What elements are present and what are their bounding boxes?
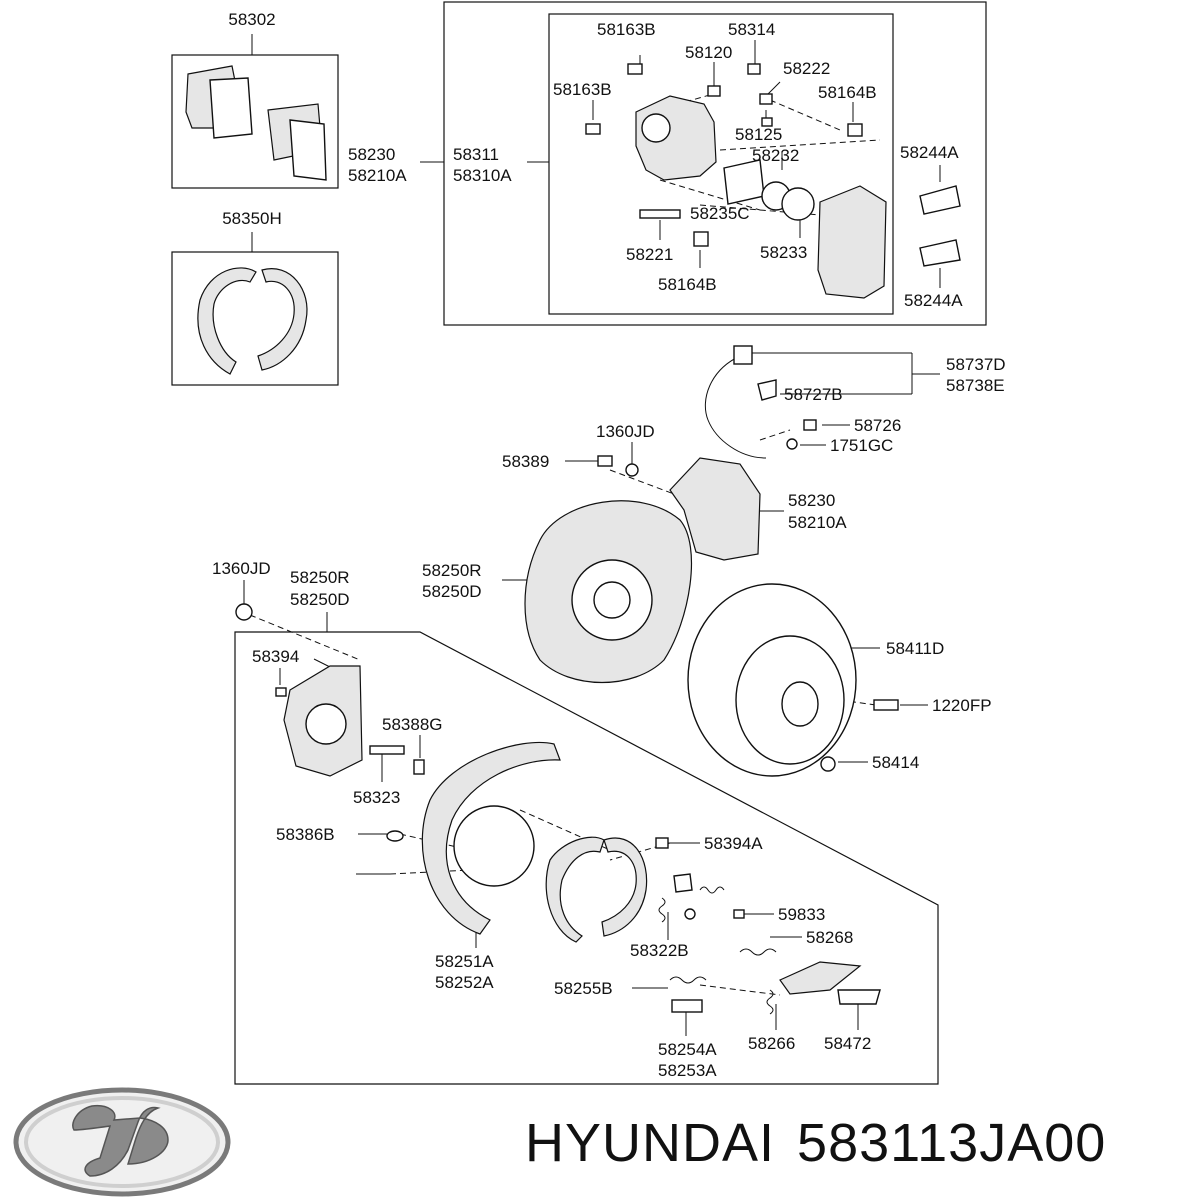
pads-frame: [171, 54, 339, 189]
label-plate-left-a: 58250R: [290, 568, 350, 587]
leader-lines: [243, 34, 941, 1036]
label-caliper-b: 58310A: [453, 166, 512, 185]
label-nut-left: 1360JD: [212, 559, 271, 578]
label-hose-bolt: 58726: [854, 416, 901, 435]
label-boot-lower: 58164B: [658, 275, 717, 294]
label-disc: 58411D: [886, 639, 944, 658]
label-caliper-bolt: 58389: [502, 452, 549, 471]
label-backing-plate-b: 58250D: [422, 582, 482, 601]
label-piston: 58235C: [690, 204, 750, 223]
brand-name: HYUNDAI: [525, 1113, 776, 1173]
caliper-parts: [585, 63, 961, 299]
label-lever: 58472: [824, 1034, 871, 1053]
label-backing-plate-a: 58250R: [422, 561, 482, 580]
label-caliper-assy-b: 58210A: [788, 513, 847, 532]
label-shoe-set: 58350H: [222, 209, 282, 228]
label-cap: 58314: [728, 20, 775, 39]
label-caliper-kit-a: 58230: [348, 145, 395, 164]
label-spring-e: 58266: [748, 1034, 795, 1053]
label-pads: 58302: [228, 10, 275, 29]
label-spring-b: 58322B: [630, 941, 689, 960]
label-plate-left-b: 58250D: [290, 590, 350, 609]
label-hose-clip: 58727B: [784, 385, 843, 404]
label-gasket: 1751GC: [830, 436, 893, 455]
hose-caliper: [597, 345, 817, 561]
label-spring-d: 58255B: [554, 979, 613, 998]
label-shoe-b: 58252A: [435, 973, 494, 992]
label-shoe-a: 58251A: [435, 952, 494, 971]
label-pin-c: 58323: [353, 788, 400, 807]
label-hose-b: 58738E: [946, 376, 1005, 395]
label-disc-screw: 58414: [872, 753, 919, 772]
label-washer: 58125: [735, 125, 782, 144]
part-number: 583113JA00: [797, 1113, 1107, 1173]
label-hose-a: 58737D: [946, 355, 1006, 374]
label-caliper-a: 58311: [453, 145, 499, 164]
label-piston-boot: 58233: [760, 243, 807, 262]
parking-brake-assy: [421, 741, 881, 1015]
label-caliper-assy-a: 58230: [788, 491, 835, 510]
label-nut-upper: 1360JD: [596, 422, 655, 441]
label-clip-upper: 58244A: [900, 143, 959, 162]
label-adjuster-a: 58254A: [658, 1040, 717, 1059]
label-spring-a: 58394A: [704, 834, 763, 853]
label-pin-b: 58388G: [382, 715, 443, 734]
label-cup: 58386B: [276, 825, 335, 844]
label-clip-lower: 58244A: [904, 291, 963, 310]
label-bolt-b: 58163B: [553, 80, 612, 99]
caliper-outer-frame: [443, 1, 987, 326]
label-seal: 58232: [752, 146, 799, 165]
label-bolt-a: 58163B: [597, 20, 656, 39]
label-clip-c: 59833: [778, 905, 825, 924]
label-spring-c: 58268: [806, 928, 853, 947]
shoe-set-frame: [171, 251, 339, 386]
callout-labels: 58302 58230 58210A 58350H 58311 58310A 5…: [212, 10, 1006, 1080]
parking-brake-frame: [234, 631, 939, 1085]
label-bleeder: 58120: [685, 43, 732, 62]
caliper-inner-frame: [548, 13, 894, 315]
parking-shoes: [197, 267, 308, 375]
brake-disc: [687, 583, 899, 777]
product-caption: HYUNDAI 583113JA00: [525, 1112, 1128, 1174]
hyundai-logo: [13, 1087, 231, 1197]
label-adjuster-b: 58253A: [658, 1061, 717, 1080]
label-boot-upper: 58164B: [818, 83, 877, 102]
label-caliper-kit-b: 58210A: [348, 166, 407, 185]
label-pin-lower: 58221: [626, 245, 673, 264]
knuckle-plate: [235, 603, 425, 875]
backing-plate-assy: [524, 500, 693, 683]
label-hub-bolt: 1220FP: [932, 696, 992, 715]
label-knuckle-bolt: 58394: [252, 647, 299, 666]
brake-pads: [185, 65, 327, 181]
label-pin-upper: 58222: [783, 59, 830, 78]
